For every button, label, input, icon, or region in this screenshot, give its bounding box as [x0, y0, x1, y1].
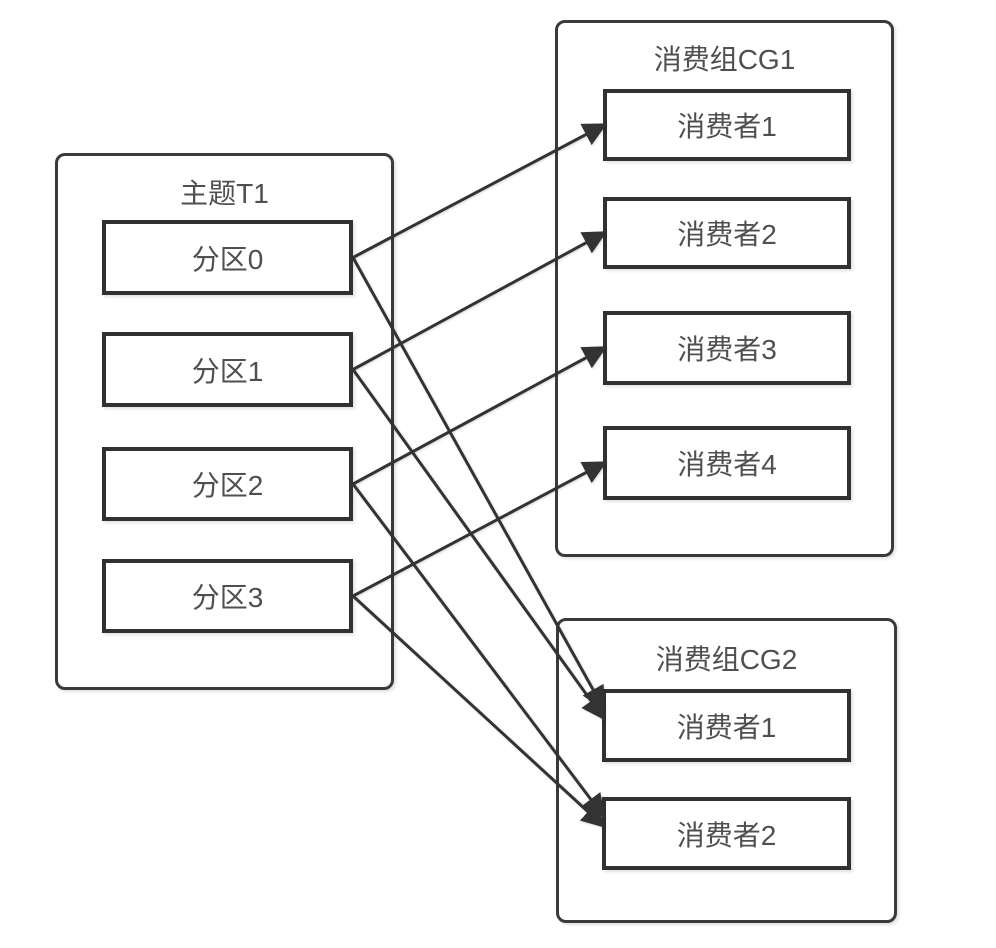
partition-0-box: 分区0	[102, 220, 353, 295]
cg2-consumer-1-label: 消费者1	[676, 711, 777, 743]
cg1-consumer-4-label: 消费者4	[677, 449, 777, 480]
cg1-consumer-3-box: 消费者3	[603, 311, 851, 385]
partition-3-label: 分区3	[191, 582, 264, 613]
cg1-consumer-1-label: 消费者1	[677, 111, 777, 142]
partition-2-box: 分区2	[102, 447, 353, 521]
cg1-consumer-3-label: 消费者3	[677, 334, 777, 365]
partition-3-box: 分区3	[102, 559, 353, 633]
consumer-group-cg2-title: 消费组CG2	[655, 644, 798, 675]
partition-0-label: 分区0	[191, 243, 264, 275]
topic-title: 主题T1	[180, 178, 269, 209]
cg1-consumer-1-box: 消费者1	[603, 89, 851, 161]
partition-2-label: 分区2	[191, 470, 264, 501]
cg2-consumer-1-box: 消费者1	[602, 689, 851, 762]
partition-1-label: 分区1	[191, 355, 264, 387]
consumer-group-cg2-box: 消费组CG2	[556, 618, 897, 923]
cg1-consumer-2-box: 消费者2	[603, 197, 851, 269]
cg1-consumer-2-label: 消费者2	[677, 219, 777, 250]
partition-1-box: 分区1	[102, 332, 353, 407]
cg1-consumer-4-box: 消费者4	[603, 426, 851, 500]
consumer-group-cg1-title: 消费组CG1	[653, 44, 796, 75]
cg2-consumer-2-label: 消费者2	[676, 819, 777, 851]
cg2-consumer-2-box: 消费者2	[602, 797, 851, 870]
